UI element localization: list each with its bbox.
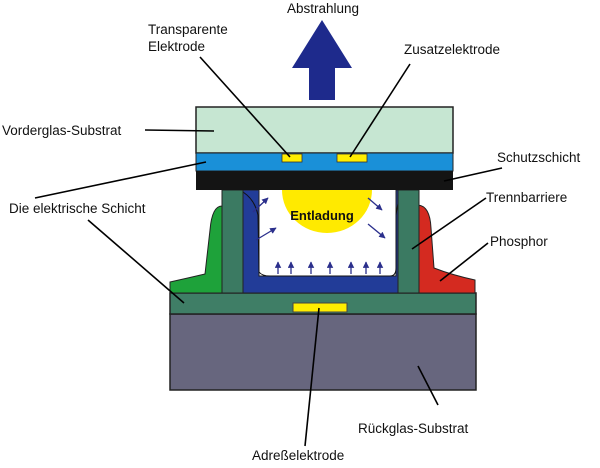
label-transparent-electrode-1: Transparente [148, 22, 228, 37]
uv-arrow [367, 223, 386, 239]
leader-phosphor [439, 242, 489, 282]
label-address-electrode: Adreßelektrode [252, 448, 344, 463]
leader-barrier [411, 197, 487, 250]
label-discharge: Entladung [290, 208, 354, 223]
leader-dielectric-upper [34, 161, 207, 199]
barrier-rib-right [397, 189, 420, 294]
leader-protective-layer [443, 167, 503, 182]
label-additional-electrode: Zusatzelektrode [404, 42, 500, 57]
leader-rear-glass [417, 365, 439, 406]
phosphor-red [417, 204, 476, 294]
protective-layer [196, 171, 453, 190]
label-phosphor: Phosphor [490, 234, 548, 249]
leader-lines [34, 56, 503, 447]
front-dielectric-layer [195, 152, 454, 172]
leader-front-glass [144, 129, 215, 132]
discharge-glow [282, 190, 372, 233]
phosphor-green [169, 205, 223, 294]
leader-additional-electrode [349, 63, 411, 158]
emission-arrow [292, 20, 352, 100]
uv-arrow [367, 197, 383, 211]
label-transparent-electrode-2: Elektrode [148, 39, 205, 54]
label-protective-layer: Schutzschicht [497, 150, 581, 165]
leader-transparent-electrode [199, 56, 291, 158]
transparent-electrode [281, 153, 303, 163]
label-rear-glass: Rückglas-Substrat [358, 421, 469, 436]
rear-glass-substrate [169, 313, 477, 391]
uv-arrows [252, 197, 386, 274]
barrier-rib-left [221, 189, 244, 294]
label-barrier-rib: Trennbarriere [486, 190, 567, 205]
front-glass-substrate [195, 106, 454, 154]
leader-address-electrode [304, 307, 320, 447]
label-emission: Abstrahlung [287, 1, 359, 16]
label-front-glass: Vorderglas-Substrat [2, 123, 122, 138]
leader-dielectric-lower [87, 219, 185, 304]
label-dielectric-layer: Die elektrische Schicht [9, 201, 146, 216]
uv-arrow [255, 227, 277, 241]
uv-arrow [252, 197, 269, 213]
address-electrode [292, 302, 348, 313]
